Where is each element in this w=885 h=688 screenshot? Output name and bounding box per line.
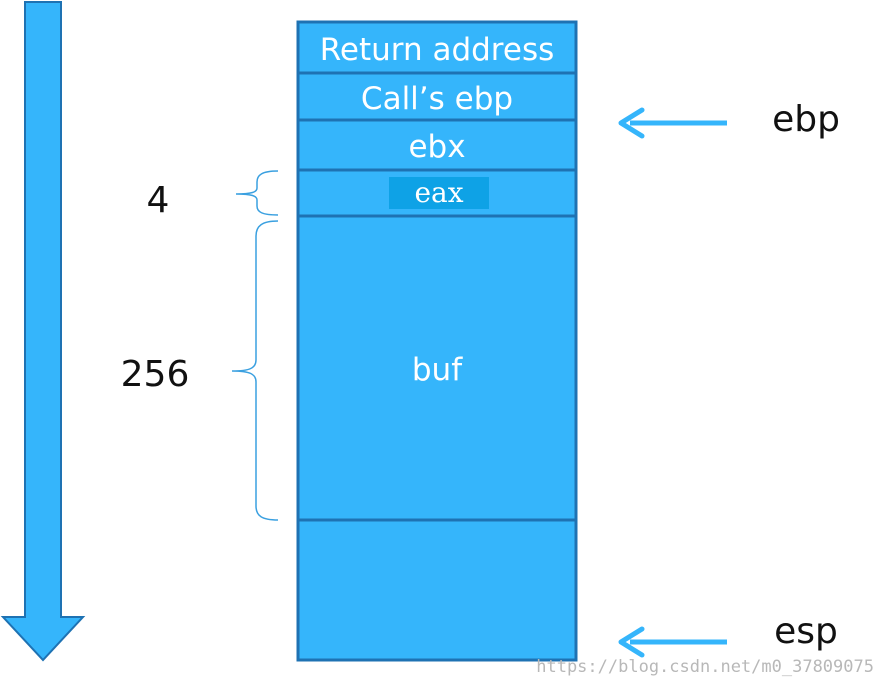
buf-size-label: 256	[121, 354, 190, 395]
return-address-cell	[296, 20, 578, 75]
stack-frame: Return address Call’s ebp ebx eax buf	[296, 20, 578, 662]
buf-cell	[296, 214, 578, 522]
calls-ebp-label: Call’s ebp	[361, 81, 513, 117]
watermark-text: https://blog.csdn.net/m0_37809075	[536, 657, 874, 677]
eax-label: eax	[414, 176, 463, 209]
down-arrow-icon	[0, 1, 86, 662]
buf-size-brace	[231, 220, 279, 521]
buf-label: buf	[412, 352, 463, 388]
bottom-cell	[296, 518, 578, 662]
ebp-pointer-label: ebp	[772, 99, 840, 140]
left-arrow-icon	[618, 107, 727, 139]
return-address-label: Return address	[320, 32, 555, 68]
esp-pointer-label: esp	[774, 611, 838, 652]
eax-highlight	[389, 177, 489, 209]
eax-size-label: 4	[147, 180, 170, 221]
left-arrow-icon	[618, 626, 727, 658]
ebx-label: ebx	[408, 129, 465, 165]
eax-size-brace	[235, 170, 279, 216]
